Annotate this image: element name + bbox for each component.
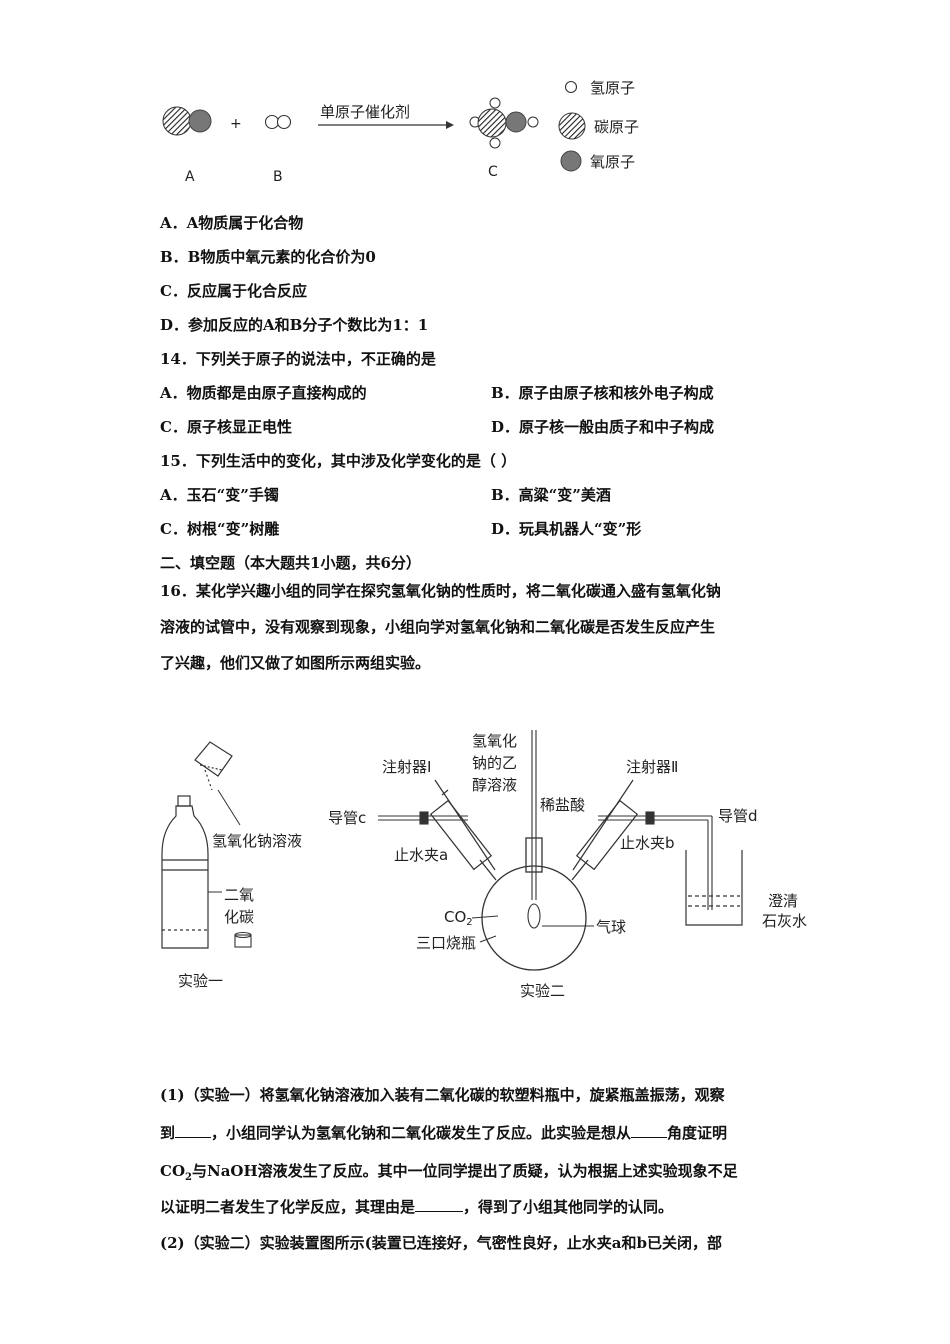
balloon (527, 903, 541, 929)
part1-line-3: CO2与NaOH溶液发生了反应。其中一位同学提出了质疑，认为根据上述实验现象不足 (160, 1162, 738, 1183)
experiment-2-label: 实验二 (520, 982, 565, 1000)
syringe-2-label: 注射器Ⅱ (626, 758, 678, 776)
svg-text:碳原子: 碳原子 (594, 118, 639, 136)
q13-option-b: B．B物质中氧元素的化合价为0 (160, 248, 376, 266)
limewater-label-2: 石灰水 (762, 912, 807, 930)
syringe-2 (572, 779, 639, 871)
flask-label: 三口烧瓶 (416, 934, 476, 952)
tube-c (378, 811, 468, 825)
co2-label-1: 二氧 (224, 886, 254, 904)
reaction-diagram: + 单原子催化剂 氢原子 碳原子 氧原子 A B C (162, 79, 639, 185)
q15-option-a: A．玉石“变”手镯 (160, 486, 279, 504)
balloon-label: 气球 (596, 918, 626, 936)
q15-option-b: B．高粱“变”美酒 (491, 486, 611, 504)
q13-option-a: A．A物质属于化合物 (160, 214, 304, 232)
arrow-label: 单原子催化剂 (320, 103, 410, 121)
tube-c-label: 导管c (328, 809, 366, 827)
answer-blank-1[interactable] (175, 1123, 212, 1138)
pouring-beaker (194, 741, 233, 791)
answer-blank-3[interactable] (415, 1197, 464, 1212)
q16-line-3: 了兴趣，他们又做了如图所示两组实验。 (160, 654, 431, 672)
svg-text:氢原子: 氢原子 (590, 79, 635, 97)
q14-stem: 14．下列关于原子的说法中，不正确的是 (160, 350, 436, 368)
clamp-a-label: 止水夹a (394, 846, 448, 864)
part2-line-1: (2)（实验二）实验装置图所示(装置已连接好，气密性良好，止水夹a和b已关闭，部 (160, 1234, 722, 1252)
experiment-1-label: 实验一 (178, 972, 223, 990)
bottle-cap (234, 931, 252, 948)
part1-line-4: 以证明二者发生了化学反应，其理由是，得到了小组其他同学的认同。 (160, 1197, 674, 1216)
part1-line-2: 到，小组同学认为氢氧化钠和二氧化碳发生了反应。此实验是想从角度证明 (160, 1123, 728, 1142)
q15-option-c: C．树根“变”树雕 (160, 520, 280, 538)
clamp-b-label: 止水夹b (620, 834, 675, 852)
part1-line-1: (1)（实验一）将氢氧化钠溶液加入装有二氧化碳的软塑料瓶中，旋紧瓶盖振荡，观察 (160, 1086, 725, 1104)
legend: 氢原子 碳原子 氧原子 (558, 79, 639, 172)
q13-option-d: D．参加反应的A和B分子个数比为1：1 (160, 316, 429, 334)
q14-option-d: D．原子核一般由质子和中子构成 (491, 418, 715, 436)
section-heading: 二、填空题（本大题共1小题，共6分） (160, 554, 421, 572)
tube-d-label: 导管d (718, 807, 758, 825)
label-b: B (273, 169, 283, 185)
molecule-c (469, 97, 539, 149)
ethanol-label-2: 钠的乙 (472, 754, 517, 772)
dropper-tube (527, 730, 541, 929)
label-a: A (185, 169, 195, 185)
q15-stem: 15．下列生活中的变化，其中涉及化学变化的是（ ） (160, 452, 517, 470)
q15-option-d: D．玩具机器人“变”形 (491, 520, 642, 538)
co2-label-2: 化碳 (224, 908, 254, 926)
ethanol-label-1: 氢氧化 (472, 732, 517, 750)
syringe-1 (429, 779, 496, 871)
arrow-head (446, 121, 454, 129)
ethanol-label-3: 醇溶液 (472, 776, 517, 794)
svg-text:氧原子: 氧原子 (590, 153, 635, 171)
q14-option-c: C．原子核显正电性 (160, 418, 292, 436)
limewater-label-1: 澄清 (768, 892, 798, 910)
experiment-diagram: 氢氧化钠溶液 二氧 化碳 实验一 (161, 730, 807, 1000)
syringe-1-label: 注射器Ⅰ (382, 758, 431, 776)
answer-blank-2[interactable] (631, 1123, 668, 1138)
hcl-label: 稀盐酸 (540, 796, 585, 814)
q13-option-c: C．反应属于化合反应 (160, 282, 307, 300)
three-neck-flask (479, 837, 589, 971)
naoh-solution-label: 氢氧化钠溶液 (212, 832, 302, 850)
molecule-b (264, 114, 292, 130)
q16-line-1: 16．某化学兴趣小组的同学在探究氢氧化钠的性质时，将二氧化碳通入盛有氢氧化钠 (160, 582, 721, 600)
q14-option-b: B．原子由原子核和核外电子构成 (491, 384, 714, 402)
q16-line-2: 溶液的试管中，没有观察到现象，小组向学对氢氧化钠和二氧化碳是否发生反应产生 (160, 618, 716, 636)
co2-flask-label: CO2 (444, 908, 473, 928)
molecule-a (162, 106, 212, 136)
label-c: C (488, 164, 498, 180)
q14-option-a: A．物质都是由原子直接构成的 (160, 384, 367, 402)
plus-sign: + (230, 116, 242, 132)
soft-plastic-bottle (161, 795, 209, 949)
limewater-beaker (685, 850, 743, 926)
tube-d (598, 811, 713, 910)
